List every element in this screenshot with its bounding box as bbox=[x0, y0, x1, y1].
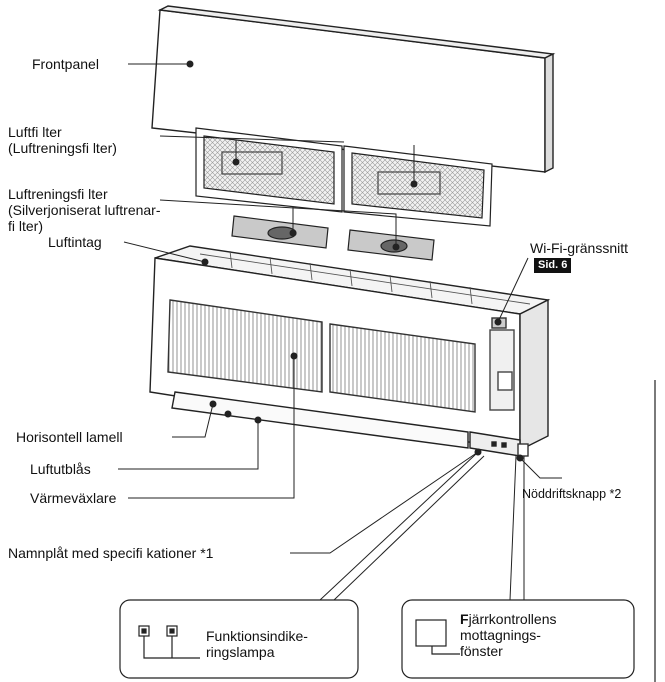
label-wifi-interface: Wi-Fi-gränssnitt bbox=[530, 240, 629, 256]
label-air-filter: Luftfi lter (Luftreningsfi lter) bbox=[8, 124, 117, 156]
air-filter-right bbox=[343, 145, 493, 227]
air-filter-left bbox=[195, 127, 343, 213]
label-remote-window-rest: järrkontrollens mottagnings- fönster bbox=[460, 611, 557, 659]
callout-function-lamp bbox=[119, 599, 359, 679]
label-frontpanel: Frontpanel bbox=[32, 56, 99, 72]
label-purifying-filter: Luftreningsfi lter (Silverjoniserat luft… bbox=[8, 186, 161, 234]
callout-remote-window bbox=[401, 599, 635, 679]
label-heat-exchanger: Värmeväxlare bbox=[30, 490, 117, 506]
label-air-outlet: Luftutblås bbox=[30, 461, 91, 477]
label-function-lamp: Funktionsindike- ringslampa bbox=[206, 628, 308, 660]
purifying-filter-left bbox=[231, 215, 329, 249]
label-emergency-button: Nöddriftsknapp *2 bbox=[522, 487, 622, 501]
label-air-intake: Luftintag bbox=[48, 234, 102, 250]
label-horizontal-louver: Horisontell lamell bbox=[16, 429, 123, 445]
indoor-unit-body bbox=[149, 245, 551, 457]
front-panel bbox=[151, 5, 556, 174]
label-remote-window: Fjärrkontrollens mottagnings- fönster bbox=[460, 611, 557, 659]
label-nameplate: Namnplåt med specifi kationer *1 bbox=[8, 545, 214, 561]
purifying-filter-right bbox=[347, 229, 435, 261]
label-remote-window-initial: F bbox=[460, 611, 469, 627]
leader-lines bbox=[118, 60, 562, 601]
wifi-page-badge: Sid. 6 bbox=[534, 258, 572, 273]
